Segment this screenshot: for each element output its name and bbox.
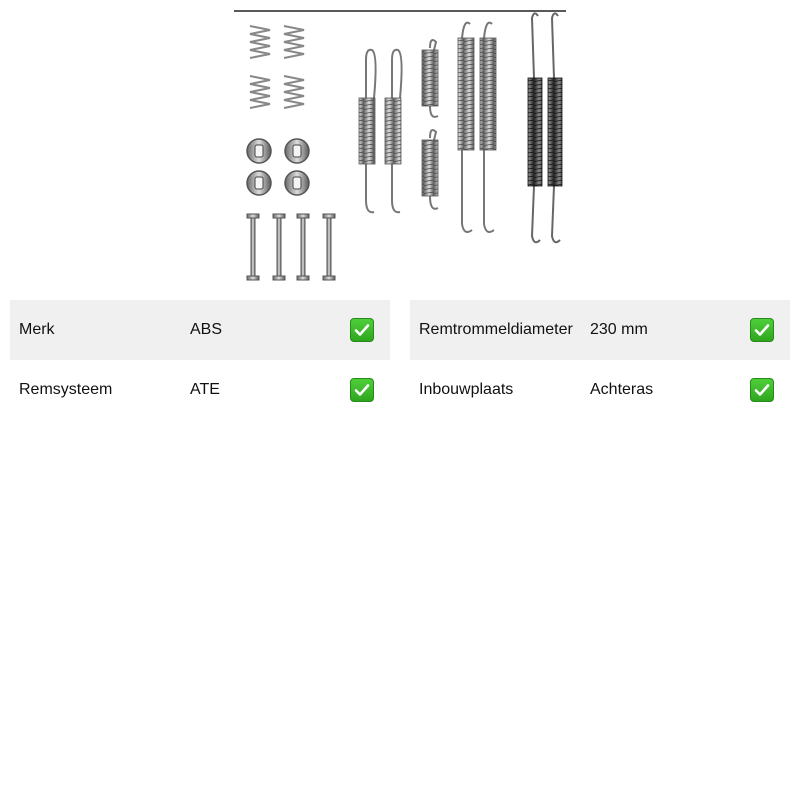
spec-row-inbouwplaats: Inbouwplaats Achteras — [410, 360, 790, 420]
spec-label: Remtrommeldiameter — [419, 321, 573, 338]
check-icon — [750, 378, 774, 402]
check-icon — [750, 318, 774, 342]
specs-table-right: Remtrommeldiameter 230 mm Inbouwplaats A… — [410, 300, 790, 420]
spec-row-remsysteem: Remsysteem ATE — [10, 360, 390, 420]
spec-value: 230 mm — [590, 321, 648, 338]
spec-value: Achteras — [590, 381, 654, 398]
spec-label: Inbouwplaats — [419, 381, 514, 398]
spec-row-merk: Merk ABS — [10, 300, 390, 360]
spec-row-remtrommeldiameter: Remtrommeldiameter 230 mm — [410, 300, 790, 360]
spec-label: Merk — [19, 321, 55, 338]
check-icon — [350, 378, 374, 402]
brake-spring-kit-icon — [234, 10, 566, 281]
check-icon — [350, 318, 374, 342]
spec-value: ABS — [190, 321, 223, 338]
product-image — [234, 10, 566, 286]
specs-table-left: Merk ABS Remsysteem ATE — [10, 300, 390, 420]
spec-label: Remsysteem — [19, 381, 113, 398]
spec-value: ATE — [190, 381, 220, 398]
